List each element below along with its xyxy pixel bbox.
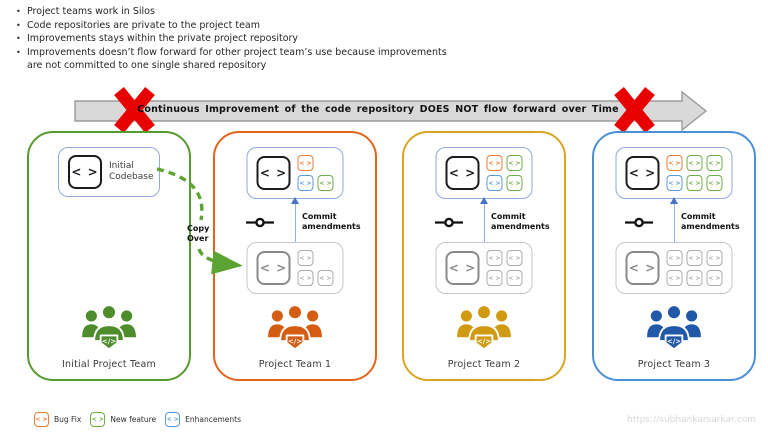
plain-code-icon: < > [506, 250, 523, 266]
feat-code-icon: < > [686, 155, 703, 171]
working-repo-box: < > < >< >< >< > [435, 242, 533, 294]
commit-amendments-label: Commit amendments [681, 212, 740, 231]
panel-project-team-1: < > < >< >< > Commit amendments < > < ><… [213, 131, 377, 381]
code-icon: < > [445, 156, 480, 190]
legend-label: Enhancements [185, 415, 242, 424]
bug-code-icon: < > [666, 155, 683, 171]
panel-title: Initial Project Team [62, 359, 156, 370]
commit-amendments-label: Commit amendments [302, 212, 361, 231]
plain-code-icon: < > [297, 250, 314, 266]
legend-item-new-feature: < > New feature [90, 412, 156, 427]
plain-code-icon: < > [706, 250, 723, 266]
feat-code-icon: < > [506, 175, 523, 191]
team-icon [644, 302, 704, 354]
enh-code-icon: < > [486, 175, 503, 191]
panel-initial-project-team: < > Initial Codebase Initial Project Tea… [27, 131, 191, 381]
plain-code-icon: < > [686, 250, 703, 266]
git-commit-icon [246, 217, 274, 228]
plain-code-icon: < > [486, 250, 503, 266]
committed-repo-box: < > < >< >< > [246, 147, 344, 199]
bug-code-icon: < > [297, 155, 314, 171]
panel-project-team-3: < > < >< >< >< >< >< > Commit amendments… [592, 131, 756, 381]
timeline-banner-text: Continuous Improvement of the code repos… [137, 104, 619, 115]
working-repo-box: < > < >< >< > [246, 242, 344, 294]
enhancements-code-icon: < > [165, 412, 181, 427]
plain-code-icon: < > [506, 270, 523, 286]
plain-code-icon: < > [666, 270, 683, 286]
plain-code-icon: < > [317, 270, 334, 286]
panel-title: Project Team 3 [637, 359, 711, 370]
team-icon [79, 302, 139, 354]
amendment-icons: < >< >< >< > [486, 155, 523, 191]
copy-over-label: Copy Over [187, 224, 210, 243]
code-icon: < > [256, 251, 291, 285]
code-icon: < > [625, 251, 660, 285]
commit-arrow [291, 197, 299, 242]
git-commit-icon [435, 217, 463, 228]
feat-code-icon: < > [317, 175, 334, 191]
bullet-list: Project teams work in Silos Code reposit… [14, 5, 464, 73]
code-icon: < > [625, 156, 660, 190]
plain-code-icon: < > [686, 270, 703, 286]
initial-codebase-box: < > Initial Codebase [58, 147, 160, 197]
bullet-item: Code repositories are private to the pro… [14, 19, 464, 33]
committed-repo-box: < > < >< >< >< >< >< > [615, 147, 733, 199]
enh-code-icon: < > [297, 175, 314, 191]
feat-code-icon: < > [706, 175, 723, 191]
feat-code-icon: < > [686, 175, 703, 191]
legend-item-enhancements: < > Enhancements [165, 412, 241, 427]
plain-code-icon: < > [297, 270, 314, 286]
enh-code-icon: < > [666, 175, 683, 191]
bug-fix-code-icon: < > [34, 412, 49, 427]
working-amendment-icons: < >< >< >< > [486, 250, 523, 286]
legend-label: Bug Fix [54, 415, 82, 424]
bullet-item: Improvements doesn’t flow forward for ot… [14, 46, 464, 73]
commit-amendments-label: Commit amendments [491, 212, 550, 231]
working-amendment-icons: < >< >< > [297, 250, 334, 286]
code-icon: < > [256, 156, 291, 190]
plain-code-icon: < > [706, 270, 723, 286]
feat-code-icon: < > [706, 155, 723, 171]
bug-code-icon: < > [486, 155, 503, 171]
team-icon [265, 302, 325, 354]
legend-label: New feature [110, 415, 157, 424]
team-icon [454, 302, 514, 354]
commit-arrow [480, 197, 488, 242]
legend-item-bug-fix: < > Bug Fix [34, 412, 81, 427]
git-commit-icon [625, 217, 653, 228]
watermark-url: https://subhankarsarkar.com [627, 415, 756, 425]
bullet-item: Improvements stays within the private pr… [14, 32, 464, 46]
amendment-icons: < >< >< > [297, 155, 334, 191]
plain-code-icon: < > [486, 270, 503, 286]
plain-code-icon: < > [666, 250, 683, 266]
bullet-item: Project teams work in Silos [14, 5, 464, 19]
new-feature-code-icon: < > [90, 412, 106, 427]
panel-title: Project Team 2 [447, 359, 521, 370]
code-icon: < > [68, 155, 102, 189]
panel-project-team-2: < > < >< >< >< > Commit amendments < > <… [402, 131, 566, 381]
amendment-icons: < >< >< >< >< >< > [666, 155, 723, 191]
committed-repo-box: < > < >< >< >< > [435, 147, 533, 199]
working-repo-box: < > < >< >< >< >< >< > [615, 242, 733, 294]
legend: < > Bug Fix < > New feature < > Enhancem… [34, 412, 241, 427]
initial-codebase-label: Initial Codebase [109, 160, 154, 183]
code-icon: < > [445, 251, 480, 285]
panel-title: Project Team 1 [258, 359, 332, 370]
working-amendment-icons: < >< >< >< >< >< > [666, 250, 723, 286]
commit-arrow [670, 197, 678, 242]
feat-code-icon: < > [506, 155, 523, 171]
